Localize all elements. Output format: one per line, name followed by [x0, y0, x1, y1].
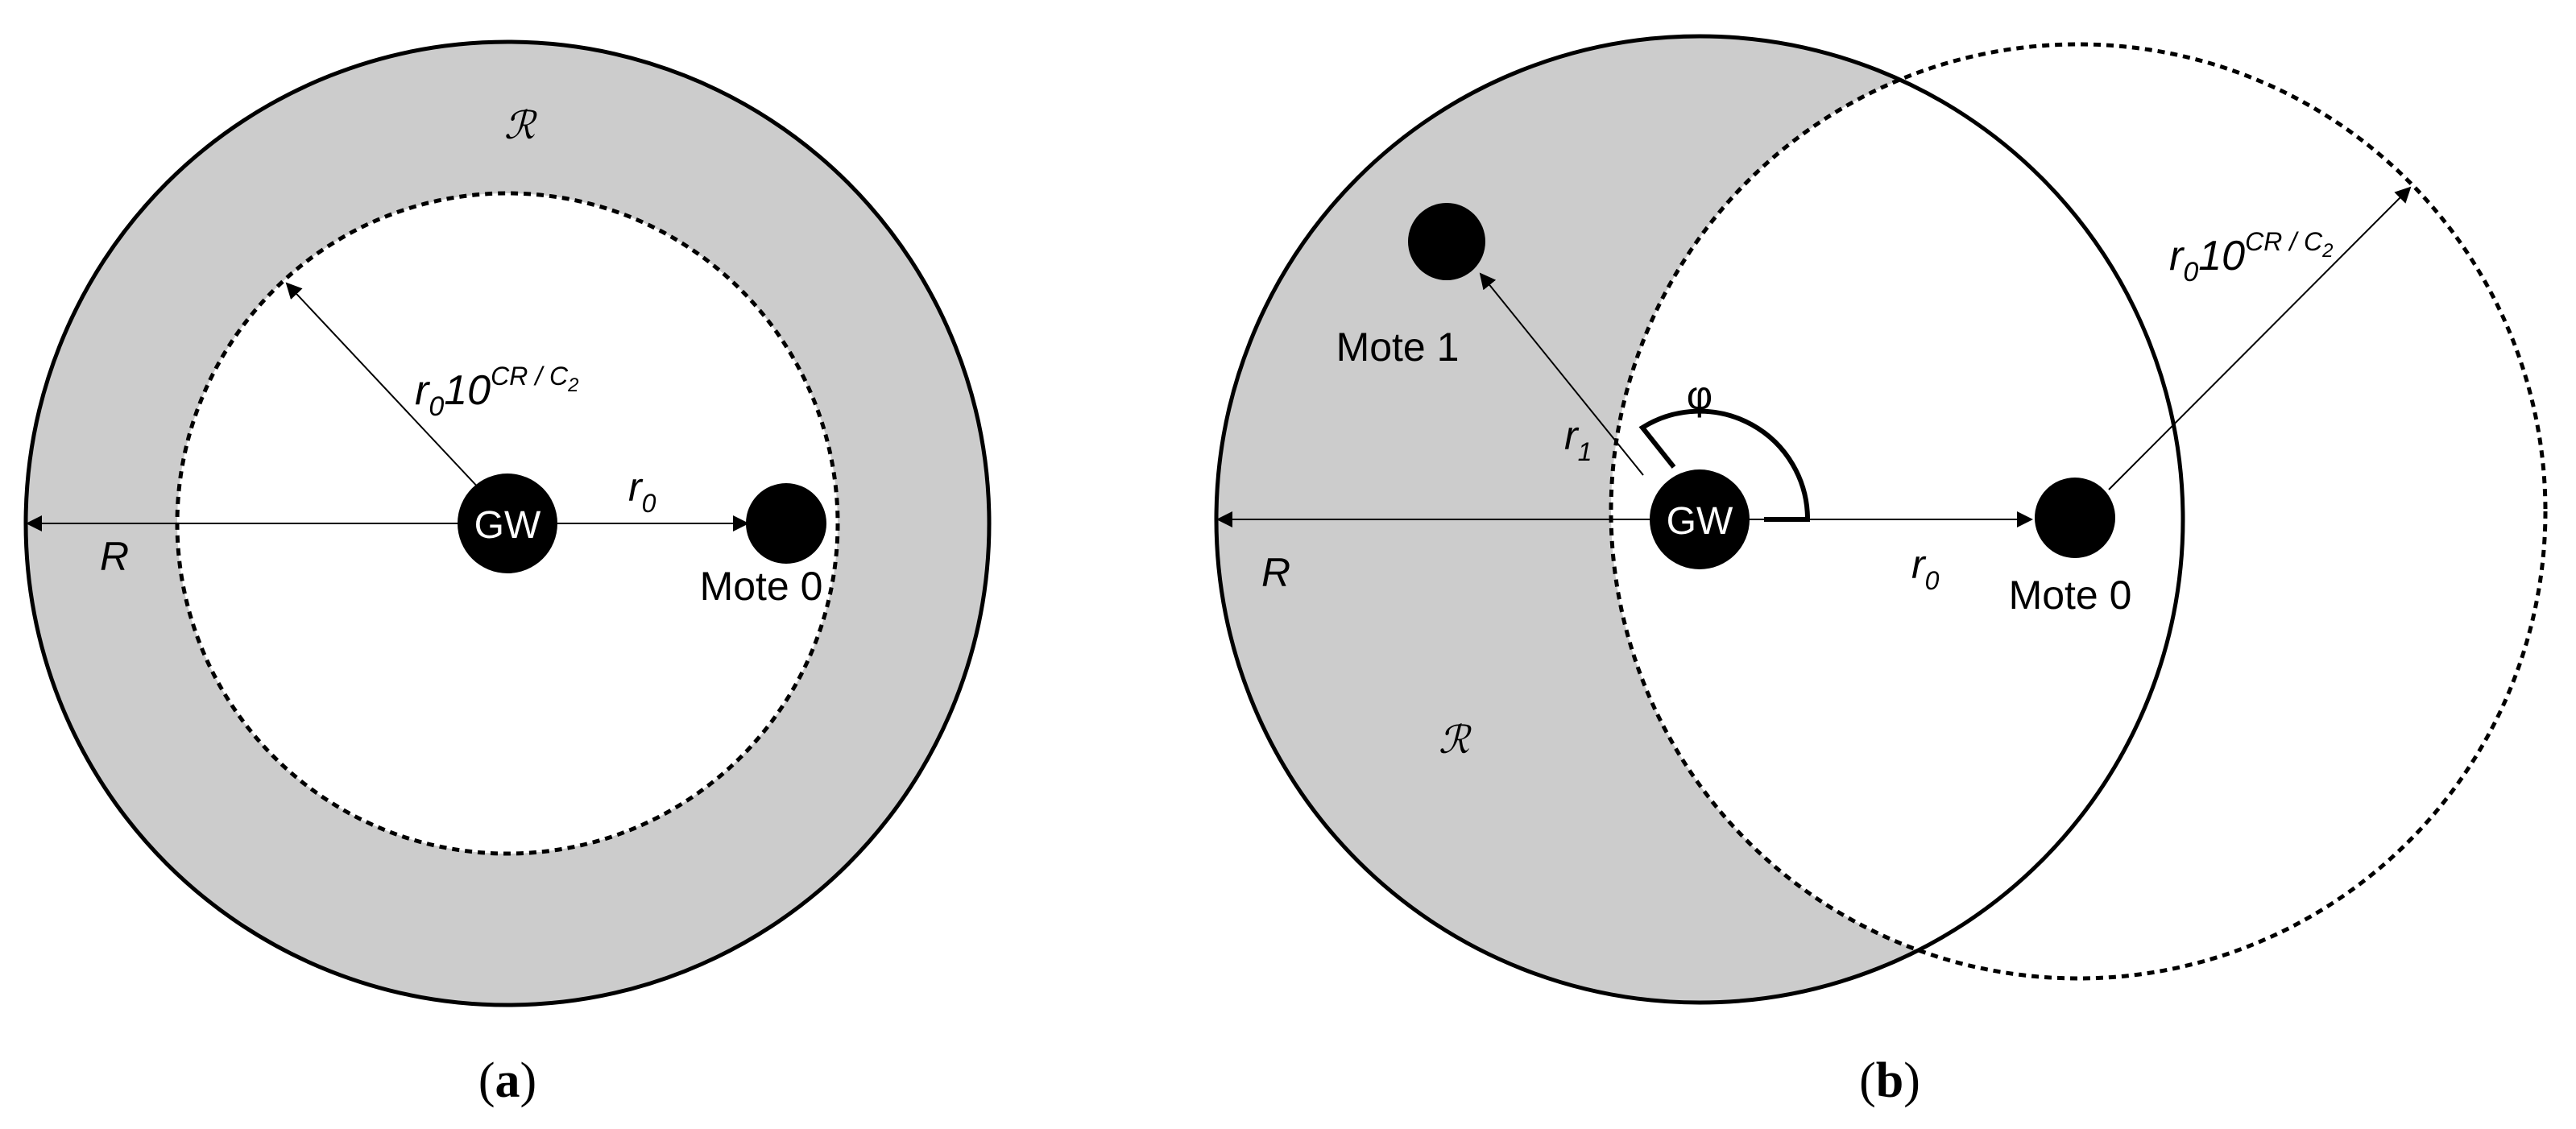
r0-label-a: r0 [628, 465, 656, 518]
threshold-sup-a: CR / C [491, 362, 569, 391]
threshold-circle-b [1609, 42, 2548, 981]
r0-base-a: r [628, 465, 644, 510]
threshold-sup-sub-b: 2 [2321, 240, 2333, 262]
r0-sub-a: 0 [642, 489, 656, 518]
r1-sub-b: 1 [1578, 437, 1592, 466]
radius-label-b: R [1261, 550, 1290, 595]
panel-b: GW Mote 0 Mote 1 φ ℛ R r0 r1 r010CR / C2… [1214, 34, 2548, 1108]
threshold-sup-sub-a: 2 [567, 374, 578, 396]
threshold-base-b: r [2169, 233, 2185, 279]
mote-0-node-b [2035, 478, 2115, 558]
radius-label-a: R [100, 534, 129, 579]
r0-base-b: r [1911, 542, 1927, 587]
threshold-main-b: 10 [2198, 233, 2245, 279]
r1-base-b: r [1564, 413, 1580, 458]
r0-label-b: r0 [1911, 542, 1940, 595]
mote-1-node-b [1408, 203, 1485, 280]
caption-b: (b) [1859, 1053, 1920, 1108]
caption-a: (a) [478, 1053, 536, 1108]
gateway-label-b: GW [1667, 500, 1733, 543]
threshold-label-a: r010CR / C2 [415, 362, 578, 422]
region-r-crescent-b [1216, 36, 2183, 1003]
region-label-a: ℛ [504, 105, 538, 147]
mote-1-label-b: Mote 1 [1336, 325, 1460, 370]
mote-0-label-b: Mote 0 [2009, 573, 2132, 618]
gateway-node-b [1650, 469, 1750, 569]
panel-a: GW Mote 0 ℛ R r0 r010CR / C2 (a) [23, 39, 992, 1108]
gateway-node-a [458, 474, 557, 573]
threshold-arrow-a [285, 282, 482, 492]
threshold-sup-b: CR / C [2245, 227, 2323, 256]
threshold-sub-b: 0 [2183, 257, 2198, 287]
mote-0-label-a: Mote 0 [700, 564, 823, 609]
threshold-base-a: r [415, 367, 431, 414]
r1-arrow-b [1479, 272, 1644, 476]
angle-arc-b [1638, 408, 1811, 522]
gateway-label-a: GW [474, 504, 541, 547]
region-label-b: ℛ [1439, 719, 1472, 762]
mote-0-node-a [746, 483, 826, 564]
threshold-main-a: 10 [444, 367, 491, 414]
threshold-sub-a: 0 [429, 391, 444, 422]
threshold-label-b: r010CR / C2 [2169, 227, 2333, 287]
angle-label-b: φ [1687, 373, 1713, 418]
r1-label-b: r1 [1564, 413, 1592, 466]
r0-sub-b: 0 [1925, 566, 1940, 595]
threshold-arrow-b [2108, 186, 2412, 490]
